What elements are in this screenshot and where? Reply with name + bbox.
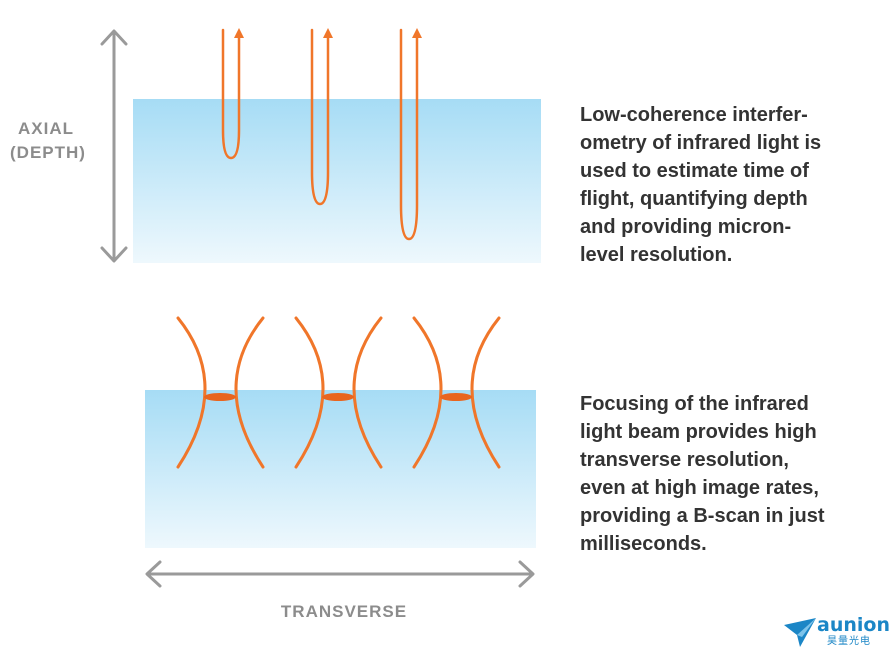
arrowhead-icon: [234, 28, 244, 38]
axial-description-line: level resolution.: [580, 244, 733, 266]
arrowhead-right-icon: [518, 560, 535, 588]
arrowhead-down-icon: [100, 246, 128, 263]
transverse-arrow: [145, 560, 535, 588]
paper-plane-icon: [784, 618, 816, 647]
axial-beam-arrowheads: [234, 28, 422, 38]
axial-label-line2: (DEPTH): [10, 143, 86, 162]
focused-beam-2: [294, 316, 383, 469]
focusing-description-line: even at high image rates,: [580, 477, 819, 499]
focused-beams: [176, 316, 501, 469]
aunion-logo: aunion 昊量光电: [783, 612, 890, 652]
axial-description-line: Low-coherence interfer-: [580, 104, 808, 126]
logo-name: aunion: [817, 614, 890, 636]
transverse-tissue-block: [145, 390, 536, 548]
axial-description-line: and providing micron-: [580, 216, 792, 238]
focusing-description-line: providing a B-scan in just: [580, 505, 825, 527]
arrowhead-icon: [323, 28, 333, 38]
focusing-description-line: light beam provides high: [580, 421, 817, 443]
axial-description-line: flight, quantifying depth: [580, 188, 808, 210]
focusing-description: Focusing of the infrared light beam prov…: [580, 390, 880, 558]
axial-label-line1: AXIAL: [18, 119, 74, 138]
focal-spot-3: [440, 393, 472, 401]
axial-beams: [221, 28, 419, 241]
axial-depth-arrow: [100, 29, 128, 263]
axial-beam-2: [310, 28, 330, 206]
axial-beam-1: [221, 28, 241, 160]
axial-beam-3: [399, 28, 419, 241]
focusing-description-line: Focusing of the infrared: [580, 393, 809, 415]
axial-depth-label: AXIAL (DEPTH): [10, 117, 86, 165]
arrowhead-up-icon: [100, 29, 128, 46]
axial-description-line: used to estimate time of: [580, 160, 809, 182]
axial-description: Low-coherence interfer- ometry of infrar…: [580, 101, 880, 269]
focused-beam-3: [412, 316, 501, 469]
transverse-label: TRANSVERSE: [280, 602, 408, 621]
arrowhead-left-icon: [145, 560, 162, 588]
axial-description-line: ometry of infrared light is: [580, 132, 822, 154]
axial-tissue-block: [133, 99, 541, 263]
focal-spot-1: [204, 393, 236, 401]
logo-subtitle: 昊量光电: [827, 636, 871, 647]
focusing-description-line: transverse resolution,: [580, 449, 789, 471]
focal-spot-2: [322, 393, 354, 401]
arrowhead-icon: [412, 28, 422, 38]
focal-spots: [204, 393, 472, 401]
focused-beam-1: [176, 316, 265, 469]
focusing-description-line: milliseconds.: [580, 533, 707, 555]
